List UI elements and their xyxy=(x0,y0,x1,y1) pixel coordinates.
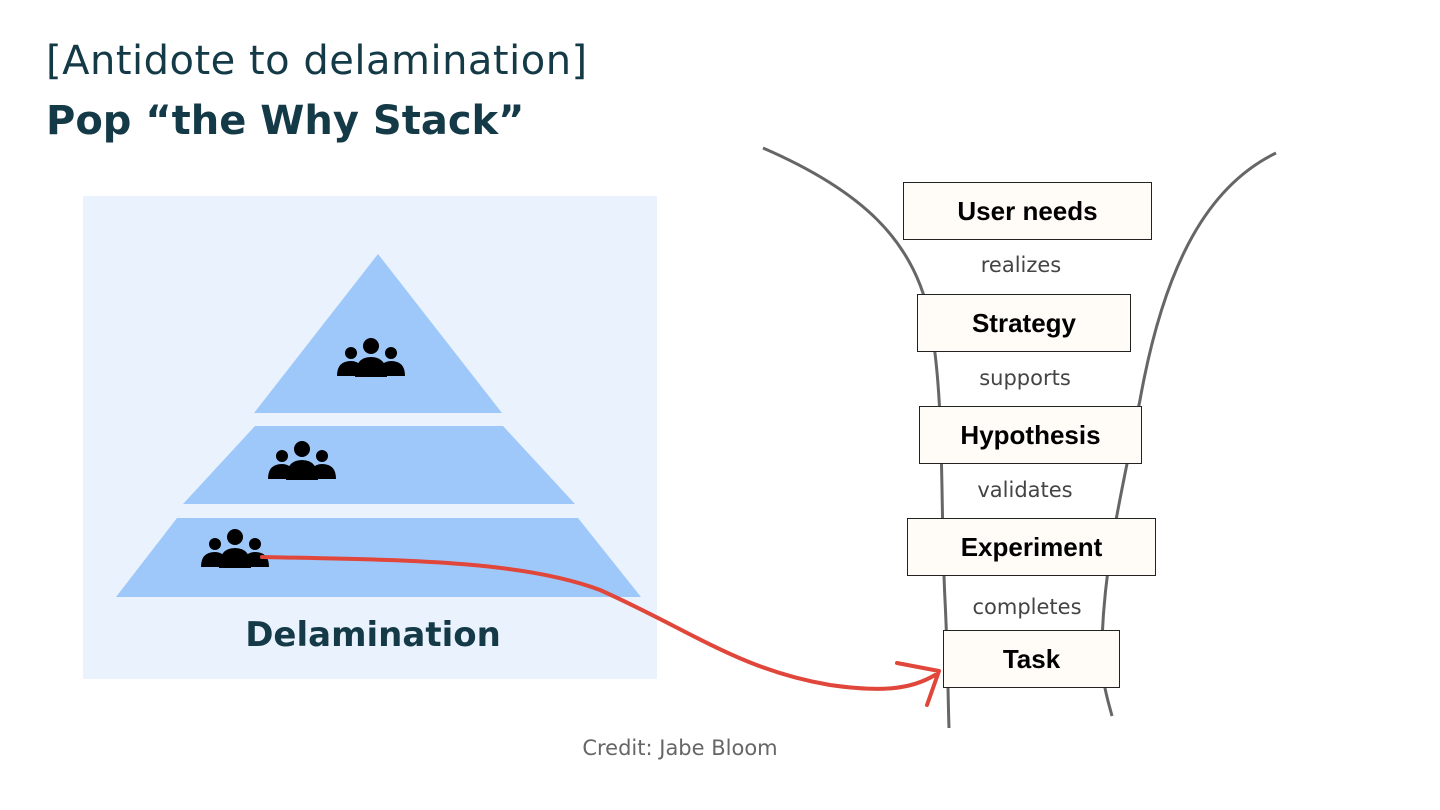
slide-title-line1: [Antidote to delamination] xyxy=(46,38,588,84)
why-stack-link-completes: completes xyxy=(972,595,1082,619)
pyramid-tier-bottom xyxy=(116,518,641,597)
why-stack-link-validates: validates xyxy=(977,478,1073,502)
pyramid-label: Delamination xyxy=(245,615,501,655)
why-stack-item-task: Task xyxy=(943,630,1120,688)
pyramid-tier-top xyxy=(254,254,502,413)
pyramid-tier-middle xyxy=(183,426,575,504)
why-stack-link-supports: supports xyxy=(979,366,1071,390)
why-stack-item-experiment: Experiment xyxy=(907,518,1156,576)
red-arrow-head xyxy=(895,661,941,707)
slide-title-line2: Pop “the Why Stack” xyxy=(46,98,525,144)
why-stack-link-realizes: realizes xyxy=(980,253,1062,277)
red-arrow-line xyxy=(260,555,937,691)
credit-text: Credit: Jabe Bloom xyxy=(582,736,778,760)
why-stack-item-user-needs: User needs xyxy=(903,182,1152,240)
why-stack-item-hypothesis: Hypothesis xyxy=(919,406,1142,464)
why-stack-item-strategy: Strategy xyxy=(917,294,1131,352)
